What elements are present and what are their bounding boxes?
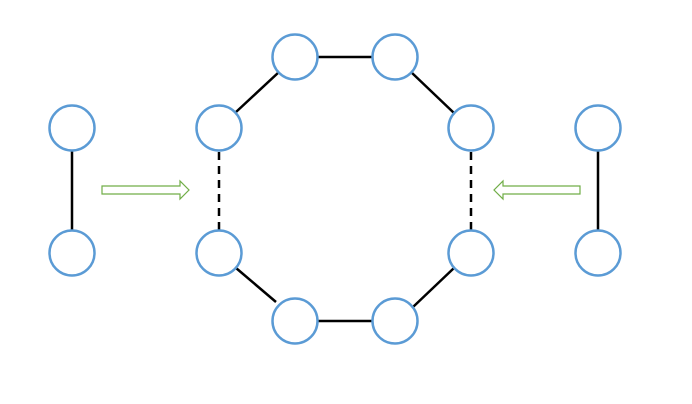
arrow-left-icon: [493, 179, 581, 201]
ring-node-right-lower: [447, 229, 495, 277]
ring-edge-top-right: [410, 71, 455, 114]
ring-nodes: [195, 33, 495, 345]
left-fragment-node-bottom: [48, 229, 96, 277]
arrow-left-shape: [493, 179, 581, 201]
left-fragment: [48, 104, 96, 277]
right-fragment-node-bottom: [574, 229, 622, 277]
ring-edge-top-left: [235, 71, 280, 113]
ring-node-right-upper: [447, 104, 495, 152]
ring-node-left-lower: [195, 229, 243, 277]
ring-node-left-upper: [195, 104, 243, 152]
right-fragment-node-top: [574, 104, 622, 152]
ring-node-bottom-left: [271, 297, 319, 345]
ring-node-bottom-right: [371, 297, 419, 345]
arrow-right-shape: [101, 179, 190, 201]
left-fragment-node-top: [48, 104, 96, 152]
ring-edge-bottom-right: [412, 267, 455, 308]
ring-node-top-right: [371, 33, 419, 81]
right-fragment: [574, 104, 622, 277]
ring-edge-bottom-left: [235, 267, 277, 303]
ring-edges: [217, 55, 473, 323]
ring-node-top-left: [271, 33, 319, 81]
arrow-right-icon: [101, 179, 190, 201]
